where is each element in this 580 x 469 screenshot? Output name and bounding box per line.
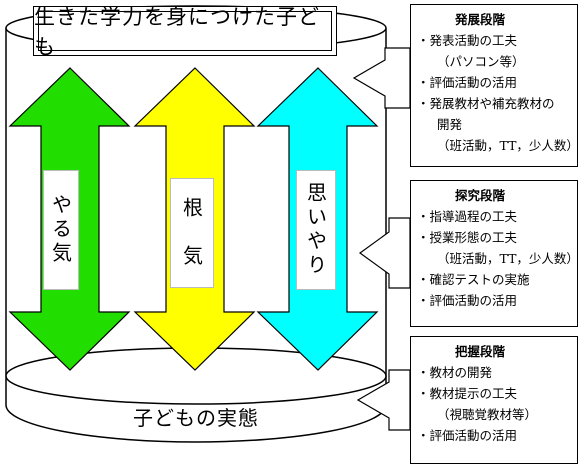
stage-item: ・授業形態の工夫 xyxy=(417,230,518,245)
stage-item: ・確認テストの実施 xyxy=(417,272,530,287)
stage-item: ・発表活動の工夫 xyxy=(417,33,518,48)
callout-pointer-hatten xyxy=(352,47,411,109)
stage-item: 開発 xyxy=(437,117,463,132)
stage-item: ・教材提示の工夫 xyxy=(417,386,518,401)
stage-item: ・指導過程の工夫 xyxy=(417,209,518,224)
stage-item: ・教材の開発 xyxy=(417,365,493,380)
callout-pointer-haaku xyxy=(356,369,411,431)
goal-label: 生きた学力を身につけた子ども xyxy=(34,5,320,59)
stage-item: ・発展教材や補充教材の xyxy=(417,96,555,111)
stage-item: （視聴覚教材等） xyxy=(437,407,538,422)
stage-box-hatten: 発展段階 ・発表活動の工夫 （パソコン等） ・評価活動の活用 ・発展教材や補充教… xyxy=(410,4,579,167)
stage-title: 発展段階 xyxy=(454,12,505,27)
stage-item: ・評価活動の活用 xyxy=(417,293,518,308)
goal-box: 生きた学力を身につけた子ども xyxy=(33,5,337,59)
stage-title: 探究段階 xyxy=(454,188,505,203)
stage-item: ・評価活動の活用 xyxy=(417,428,518,443)
stage-box-tankyu: 探究段階 ・指導過程の工夫 ・授業形態の工夫 （班活動，TT，少人数） ・確認テ… xyxy=(410,180,579,327)
arrow-label-konki: 根 気 xyxy=(170,178,214,288)
arrow-label-omoiyari: 思いやり xyxy=(296,170,336,290)
arrow-label-yaruki: やる気 xyxy=(43,170,79,290)
stage-item: （パソコン等） xyxy=(437,54,525,69)
goal-box-inner-border xyxy=(38,11,332,51)
stage-title: 把握段階 xyxy=(454,344,505,359)
stage-item: ・評価活動の活用 xyxy=(417,75,518,90)
stage-item: （班活動，TT，少人数） xyxy=(437,138,579,153)
callout-pointer-tankyu xyxy=(358,217,411,289)
base-label: 子どもの実態 xyxy=(133,406,259,430)
stage-box-haaku: 把握段階 ・教材の開発 ・教材提示の工夫 （視聴覚教材等） ・評価活動の活用 xyxy=(410,336,578,464)
stage-item: （班活動，TT，少人数） xyxy=(437,251,579,266)
